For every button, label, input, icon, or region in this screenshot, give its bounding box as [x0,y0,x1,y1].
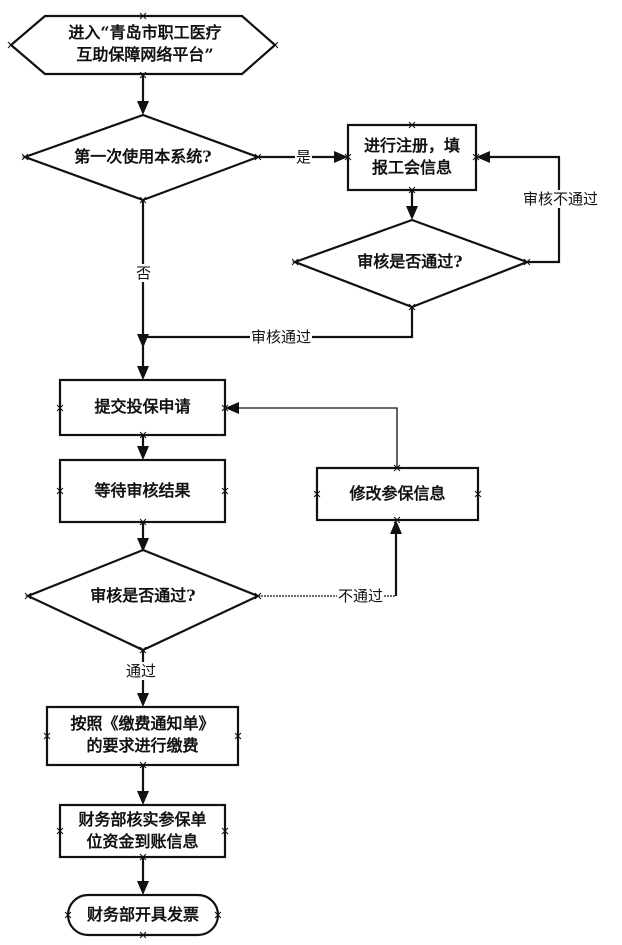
process-finance-verify [58,803,227,859]
edge-label-app-fail: 不通过 [337,587,385,605]
arrowhead [476,151,490,163]
arrowhead [137,334,149,348]
arrowhead [390,520,402,534]
finance-verify-label: 财务部核实参保单 位资金到账信息 [60,809,225,853]
issue-invoice-label: 财务部开具发票 [86,905,199,924]
arrowhead [137,538,149,552]
edge-label-reg-fail: 审核不通过 [522,190,600,208]
arrowhead [137,101,149,115]
modify-info-label: 修改参保信息 [349,484,446,503]
register-line-2: 报工会信息 [371,158,452,177]
review-registration-label: 审核是否通过? [357,252,463,271]
edge-modify-to-submit [239,407,398,468]
register-line-1: 进行注册，填 [363,136,460,155]
arrowhead [137,791,149,805]
arrowhead [406,206,418,220]
start-node-line-1: 进入“青岛市职工医疗 [68,23,222,42]
edge-label-no: 否 [135,264,153,282]
finance-verify-line-1: 财务部核实参保单 [78,810,207,829]
arrowhead [137,366,149,380]
arrowhead [137,881,149,895]
edge-reg-pass [143,307,414,339]
connection-marks [7,12,531,939]
edge-label-reg-pass: 审核通过 [250,328,313,346]
arrowhead [225,402,239,414]
edge-reg-fail-loop [490,155,561,264]
start-node-label: 进入“青岛市职工医疗 互助保障网络平台” [30,22,260,66]
process-pay [45,705,240,767]
pay-label: 按照《缴费通知单》 的要求进行缴费 [47,713,238,757]
start-node-line-2: 互助保障网络平台” [76,45,214,64]
arrowhead [137,446,149,460]
first-use-label: 第一次使用本系统? [74,147,212,166]
process-submit-application [58,378,227,437]
edge-label-app-pass: 通过 [125,662,158,680]
submit-application-label: 提交投保申请 [94,397,191,416]
arrowhead [137,693,149,707]
pay-line-2: 的要求进行缴费 [86,736,199,755]
finance-verify-line-2: 位资金到账信息 [86,832,199,851]
register-label: 进行注册，填 报工会信息 [348,135,476,179]
wait-review-label: 等待审核结果 [94,481,191,500]
edge-label-yes: 是 [295,148,313,166]
pay-line-1: 按照《缴费通知单》 [70,714,215,733]
arrowhead [334,151,348,163]
review-application-label: 审核是否通过? [90,586,196,605]
